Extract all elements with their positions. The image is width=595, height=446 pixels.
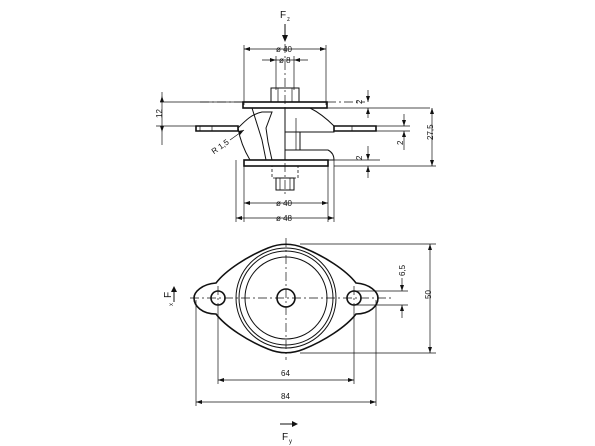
metal-core-section <box>251 107 286 161</box>
left-flange <box>195 125 239 132</box>
dim-overall-height-label: 27,5 <box>426 124 435 140</box>
force-z-sub: z <box>287 17 290 23</box>
bottom-plate <box>243 159 329 167</box>
dim-radius: R 1,5 <box>210 129 245 156</box>
dim-plate-bottom: 2 <box>328 146 380 178</box>
dim-hole-spacing: 64 <box>217 310 355 384</box>
rubber-element <box>237 111 273 161</box>
bottom-bolt <box>275 177 295 191</box>
dim-radius-label: R 1,5 <box>210 137 231 156</box>
dim-height-left-label: 12 <box>155 109 164 118</box>
dim-width-label: 50 <box>424 290 433 299</box>
force-z-arrow <box>282 24 288 42</box>
force-y-sub: y <box>289 439 292 445</box>
dim-overall-length: 84 <box>195 300 377 406</box>
force-x-label: F x <box>163 292 175 306</box>
dim-top-dia: ø 40 <box>243 45 327 105</box>
force-x-arrow <box>171 286 177 302</box>
dim-plate-bottom-label: 2 <box>355 155 364 160</box>
section-view: F z ø 40 ø 8 <box>155 10 436 223</box>
dim-hole-dia: 6,5 <box>354 264 408 318</box>
dim-hole-dia-label: 6,5 <box>398 264 407 276</box>
dim-bottom-dia: ø 40 <box>243 166 329 222</box>
dim-plate-mid-label: 2 <box>396 140 405 145</box>
plan-view: F x 6,5 50 <box>163 238 436 445</box>
force-z-label: F z <box>280 10 290 23</box>
dim-overall-height: 27,5 <box>334 108 436 167</box>
force-y-main: F <box>282 432 288 443</box>
force-y-arrow <box>280 421 298 427</box>
dim-base-dia-label: ø 48 <box>276 214 293 223</box>
right-flange <box>333 125 377 132</box>
dim-base-dia: ø 48 <box>235 160 335 223</box>
dim-height-left: 12 <box>155 92 196 145</box>
force-x-main: F <box>163 292 174 298</box>
force-x-sub: x <box>169 303 175 306</box>
flange-outline <box>193 243 379 354</box>
dim-plate-top-label: 2 <box>355 99 364 104</box>
dim-plate-top: 2 <box>355 90 370 118</box>
dim-plate-mid: 2 <box>376 114 410 150</box>
dim-hole-spacing-label: 64 <box>281 369 290 378</box>
force-y-label: F y <box>282 432 292 445</box>
dim-bolt-dia: ø 8 <box>262 56 308 90</box>
dim-width: 50 <box>300 243 436 354</box>
dim-overall-length-label: 84 <box>281 392 290 401</box>
force-z-main: F <box>280 10 286 21</box>
dim-bolt-dia-label: ø 8 <box>279 56 291 65</box>
dim-bottom-dia-label: ø 40 <box>276 199 293 208</box>
dim-top-dia-label: ø 40 <box>276 45 293 54</box>
